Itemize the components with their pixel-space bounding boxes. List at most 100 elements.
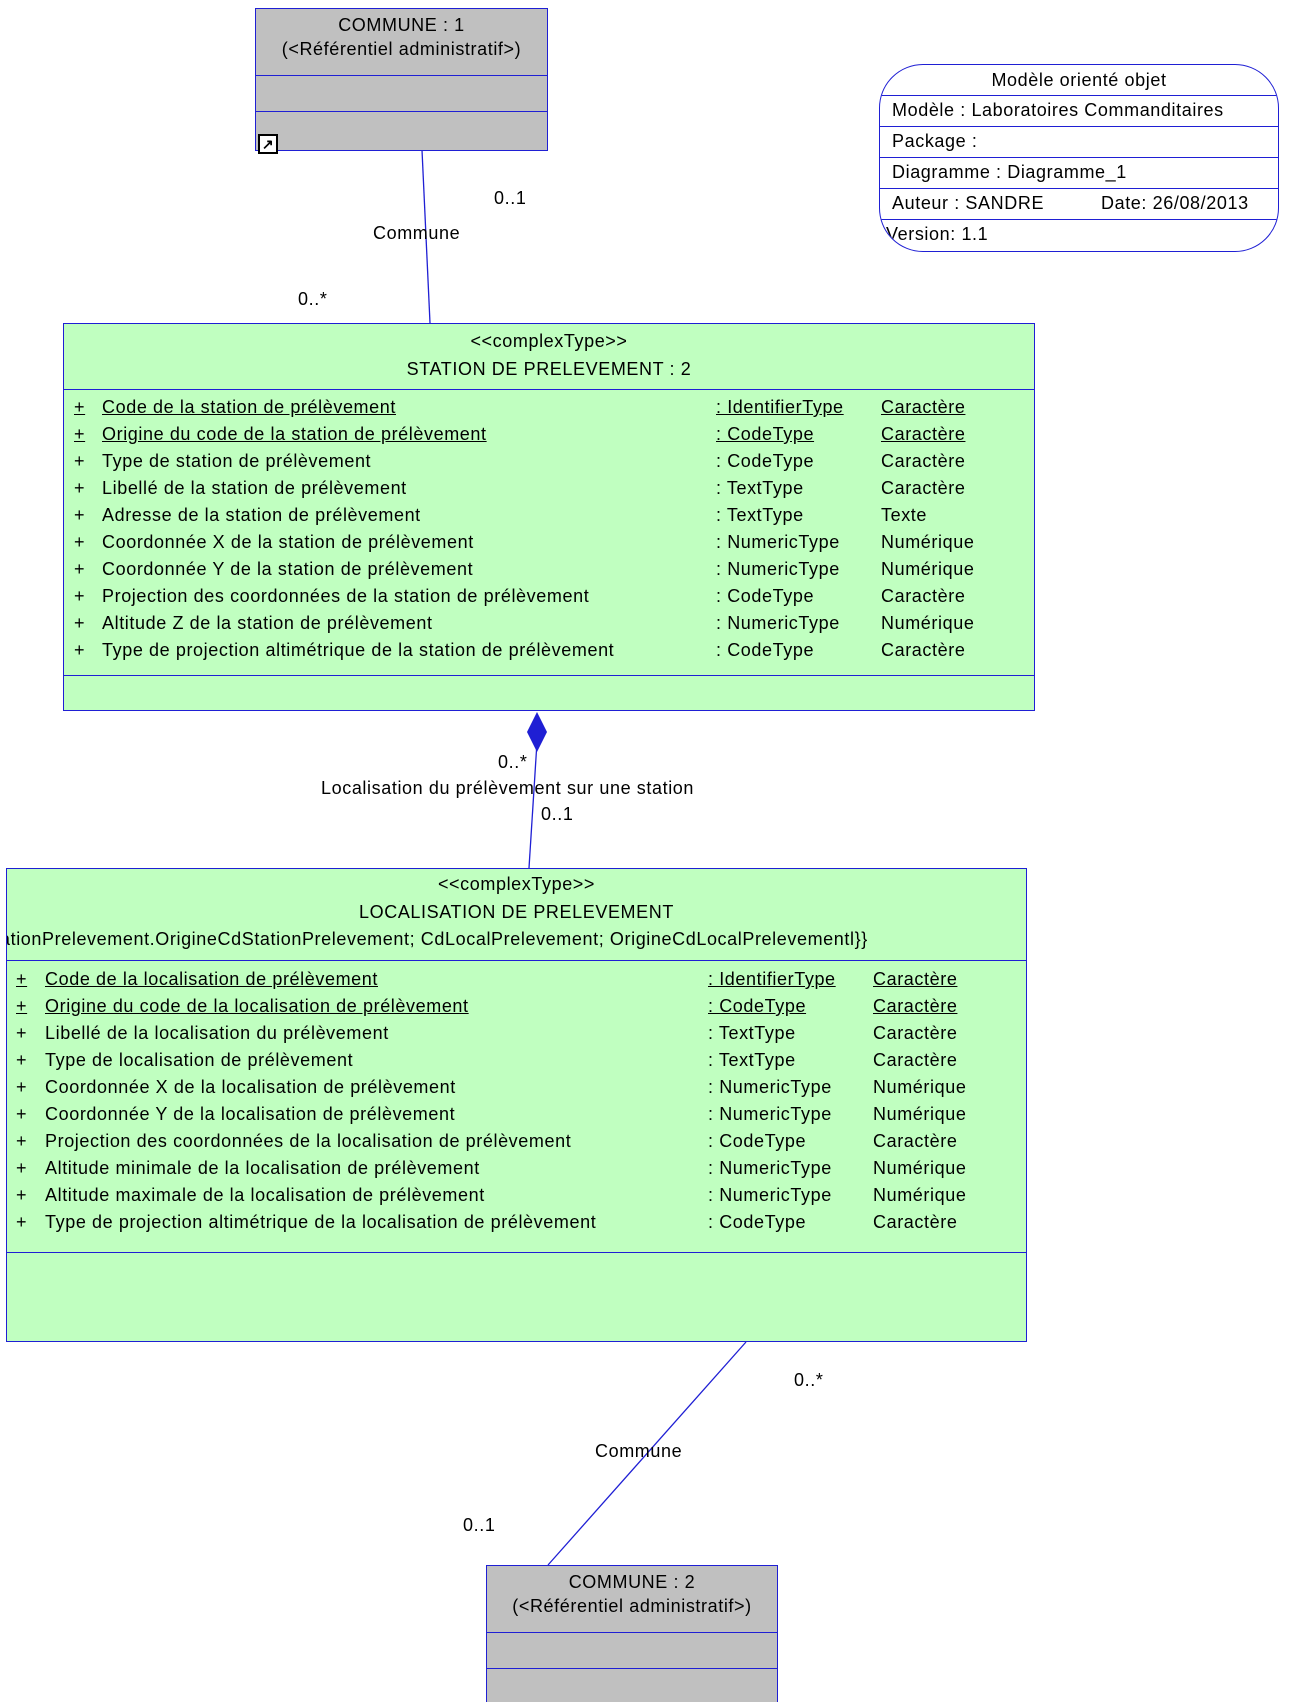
attribute-type: : CodeType [708, 1212, 807, 1232]
attribute-datatype: Numérique [873, 1104, 967, 1124]
attribute-row[interactable]: +Code de la station de prélèvement: Iden… [64, 394, 1034, 421]
station-divider-1 [64, 389, 1034, 390]
localisation-stereotype: <<complexType>> [437, 874, 596, 894]
attribute-row[interactable]: +Type de projection altimétrique de la l… [7, 1209, 1026, 1236]
info-package: Package : [892, 131, 978, 151]
attribute-name: Type de localisation de prélèvement [45, 1050, 354, 1070]
attribute-visibility: + [16, 1077, 28, 1097]
attribute-type: : CodeType [716, 640, 815, 660]
info-model: Modèle : Laboratoires Commanditaires [892, 100, 1224, 120]
attribute-row[interactable]: + Code de la localisation de prélèvement:… [7, 966, 1026, 993]
localisation-key-constraint: ationPrelevement.OrigineCdStationPreleve… [6, 929, 868, 949]
attribute-row[interactable]: + Coordonnée X de la station de prélèveme… [64, 529, 1034, 556]
attribute-type: : TextType [716, 478, 804, 498]
attribute-type: : NumericType [708, 1158, 832, 1178]
shortcut-icon[interactable]: ↗ [258, 134, 278, 154]
attribute-row[interactable]: + Coordonnée Y de la localisation de prél… [7, 1101, 1026, 1128]
attribute-datatype: Numérique [881, 532, 975, 552]
attribute-type: : NumericType [708, 1185, 832, 1205]
attribute-datatype: Caractère [881, 478, 966, 498]
attribute-name: Libellé de la localisation du prélèvemen… [45, 1023, 389, 1043]
class-station-prelevement[interactable]: <<complexType>> STATION DE PRELEVEMENT :… [63, 323, 1035, 711]
attribute-type: : NumericType [716, 613, 840, 633]
localisation-divider-1 [7, 960, 1026, 961]
attribute-datatype: Caractère [873, 1131, 958, 1151]
class-commune-2[interactable]: COMMUNE : 2 (<Référentiel administratif>… [486, 1565, 778, 1702]
model-info-box: Modèle orienté objet Modèle : Laboratoir… [879, 64, 1279, 252]
info-title: Modèle orienté objet [991, 70, 1167, 90]
attribute-visibility: + [74, 505, 86, 525]
info-divider [880, 95, 1278, 96]
station-divider-2 [64, 675, 1034, 676]
attribute-row[interactable]: +Type de station de prélèvement: CodeTyp… [64, 448, 1034, 475]
attribute-visibility: + [74, 559, 86, 579]
assoc-bottom-name: Commune [595, 1441, 683, 1461]
attribute-row[interactable]: + Origine du code de la localisation de p… [7, 993, 1026, 1020]
info-version: Version: 1.1 [886, 224, 989, 244]
attribute-datatype: Numérique [881, 613, 975, 633]
attribute-name: Altitude minimale de la localisation de … [45, 1158, 480, 1178]
attribute-type: : TextType [716, 505, 804, 525]
attribute-row[interactable]: + Libellé de la localisation du prélèveme… [7, 1020, 1026, 1047]
attribute-visibility: + [16, 1023, 28, 1043]
info-date: Date: 26/08/2013 [1101, 193, 1249, 213]
assoc-mid-mult-source: 0..* [498, 752, 528, 772]
commune-1-divider-2 [256, 111, 547, 112]
commune-1-divider-1 [256, 75, 547, 76]
attribute-row[interactable]: +Altitude maximale de la localisation de… [7, 1182, 1026, 1209]
localisation-name: LOCALISATION DE PRELEVEMENT [359, 902, 674, 922]
attribute-datatype: Numérique [873, 1077, 967, 1097]
attribute-type: : CodeType [716, 451, 815, 471]
attribute-row[interactable]: +Type de projection altimétrique de la s… [64, 637, 1034, 664]
station-name: STATION DE PRELEVEMENT : 2 [406, 359, 692, 379]
assoc-bottom-mult-source: 0..* [794, 1370, 824, 1390]
attribute-row[interactable]: +Type de localisation de prélèvement: Te… [7, 1047, 1026, 1074]
attribute-name: Projection des coordonnées de la localis… [45, 1131, 572, 1151]
attribute-name: Coordonnée X de la station de prélèvemen… [102, 532, 474, 552]
attribute-type: : IdentifierType [708, 969, 836, 989]
attribute-name: Code de la localisation de prélèvement [45, 969, 378, 989]
attribute-row[interactable]: + Coordonnée Y de la station de prélèveme… [64, 556, 1034, 583]
station-stereotype: <<complexType>> [470, 331, 628, 351]
attribute-row[interactable]: +Coordonnée X de la localisation de prél… [7, 1074, 1026, 1101]
assoc-mid-name: Localisation du prélèvement sur une stat… [321, 778, 695, 798]
info-divider [880, 126, 1278, 127]
attribute-name: Coordonnée Y de la station de prélèvemen… [102, 559, 474, 579]
attribute-visibility: + [74, 640, 86, 660]
attribute-type: : NumericType [716, 559, 840, 579]
class-localisation-prelevement[interactable]: <<complexType>> LOCALISATION DE PRELEVEM… [6, 868, 1027, 1342]
commune-2-divider-1 [487, 1632, 777, 1633]
attribute-name: Origine du code de la localisation de pr… [45, 996, 469, 1016]
attribute-datatype: Caractère [881, 586, 966, 606]
attribute-row[interactable]: +Adresse de la station de prélèvement: T… [64, 502, 1034, 529]
attribute-visibility: + [16, 996, 28, 1016]
commune-1-header: COMMUNE : 1 (<Référentiel administratif>… [256, 9, 547, 61]
attribute-type: : TextType [708, 1050, 796, 1070]
attribute-row[interactable]: +Origine du code de la station de prélèv… [64, 421, 1034, 448]
attribute-type: : NumericType [716, 532, 840, 552]
attribute-row[interactable]: +Libellé de la station de prélèvement: T… [64, 475, 1034, 502]
class-commune-1[interactable]: COMMUNE : 1 (<Référentiel administratif>… [255, 8, 548, 154]
attribute-type: : TextType [708, 1023, 796, 1043]
attribute-name: Type de projection altimétrique de la lo… [45, 1212, 597, 1232]
attribute-visibility: + [74, 478, 86, 498]
attribute-type: : CodeType [708, 996, 807, 1016]
attribute-visibility: + [74, 397, 86, 417]
attribute-row[interactable]: +Projection des coordonnées de la statio… [64, 583, 1034, 610]
info-divider [880, 157, 1278, 158]
assoc-mid-line [528, 741, 538, 869]
assoc-bottom-mult-target: 0..1 [463, 1515, 496, 1535]
localisation-divider-2 [7, 1252, 1026, 1253]
attribute-name: Coordonnée Y de la localisation de prélè… [45, 1104, 456, 1124]
attribute-visibility: + [16, 969, 28, 989]
attribute-row[interactable]: +Projection des coordonnées de la locali… [7, 1128, 1026, 1155]
attribute-datatype: Texte [881, 505, 928, 525]
attribute-visibility: + [74, 532, 86, 552]
attribute-row[interactable]: +Altitude minimale de la localisation de… [7, 1155, 1026, 1182]
attribute-visibility: + [16, 1104, 28, 1124]
attribute-row[interactable]: +Altitude Z de la station de prélèvement… [64, 610, 1034, 637]
attribute-datatype: Caractère [873, 1023, 958, 1043]
attribute-visibility: + [74, 424, 86, 444]
attribute-visibility: + [74, 613, 86, 633]
commune-2-name: COMMUNE : 2 [568, 1572, 696, 1592]
